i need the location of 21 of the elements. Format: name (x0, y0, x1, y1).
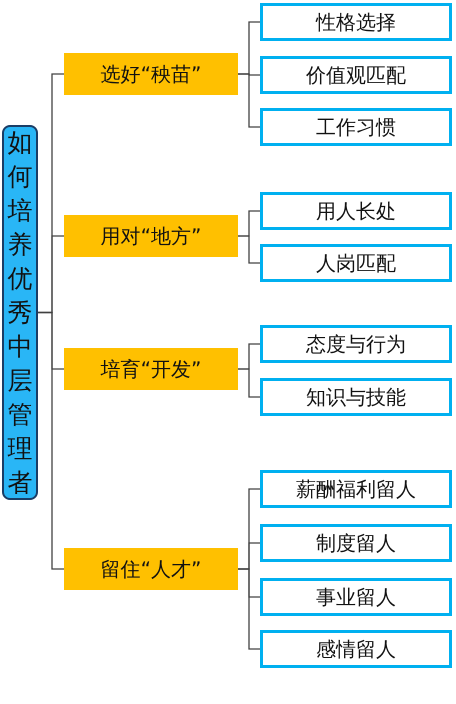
item-box: 知识与技能 (260, 378, 452, 416)
connector-line (238, 235, 260, 264)
item-box: 制度留人 (260, 524, 452, 562)
item-box: 用人长处 (260, 192, 452, 230)
connector-line (238, 568, 260, 650)
item-box: 工作习惯 (260, 108, 452, 146)
item-box: 薪酬福利留人 (260, 470, 452, 508)
topic-box: 如何培养优秀中层管理者 (2, 125, 38, 500)
item-box: 人岗匹配 (260, 244, 452, 282)
category-box: 留住“人才” (64, 548, 238, 590)
category-box: 培育“开发” (64, 348, 238, 390)
item-box: 感情留人 (260, 630, 452, 668)
item-box: 态度与行为 (260, 325, 452, 363)
category-box: 用对“地方” (64, 215, 238, 257)
category-box: 选好“秧苗” (64, 53, 238, 95)
item-box: 价值观匹配 (260, 56, 452, 94)
connector-line (238, 73, 260, 128)
item-box: 事业留人 (260, 578, 452, 616)
connector-line (238, 368, 260, 398)
connector-line (38, 312, 64, 570)
item-box: 性格选择 (260, 3, 452, 41)
